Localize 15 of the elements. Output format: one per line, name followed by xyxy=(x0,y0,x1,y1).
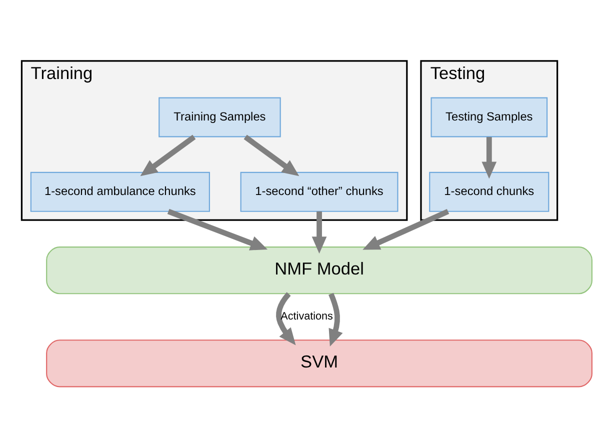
edge-label: Activations xyxy=(280,310,333,322)
arrow xyxy=(482,136,497,178)
node-box: SVM xyxy=(46,339,592,387)
node-box: Training Samples xyxy=(158,96,281,137)
node-box: 1-second “other” chunks xyxy=(240,171,398,212)
arrow xyxy=(328,292,343,346)
node-box: NMF Model xyxy=(46,246,592,294)
arrow xyxy=(140,134,196,176)
arrow xyxy=(312,210,327,254)
arrow xyxy=(362,208,450,250)
node-box: Testing Samples xyxy=(430,96,548,137)
node-box: 1-second chunks xyxy=(429,171,550,212)
arrow xyxy=(244,134,300,176)
arrow xyxy=(167,208,268,250)
node-box: 1-second ambulance chunks xyxy=(30,171,210,212)
